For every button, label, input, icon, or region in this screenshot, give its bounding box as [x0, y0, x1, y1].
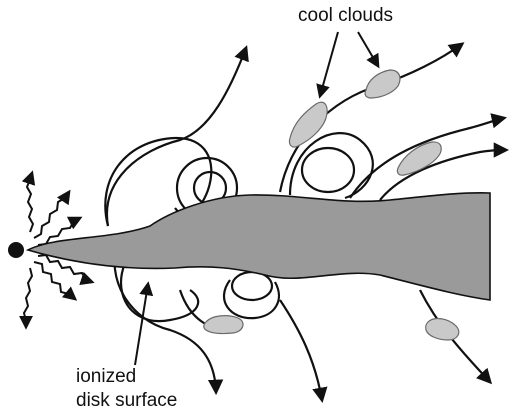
cool-cloud-3: [397, 142, 441, 175]
streamline-6: [280, 300, 322, 400]
cool-cloud-4: [204, 316, 243, 334]
radiation-arrow-2: [34, 192, 69, 238]
pointer-to-disk-surface: [135, 284, 148, 365]
ionized-label-line1: ionized: [76, 365, 177, 389]
central-source: [8, 242, 24, 258]
field-loop-upper-mid-inner: [302, 148, 354, 192]
ionized-label-line2: disk surface: [76, 389, 177, 413]
cool-clouds-label: cool clouds: [298, 4, 393, 28]
cool-cloud-5: [426, 319, 459, 340]
radiation-arrow-1: [27, 173, 33, 232]
ionized-disk-surface-label: ionized disk surface: [76, 365, 177, 413]
cool-cloud-2: [365, 70, 400, 98]
pointer-to-cloud-1: [320, 32, 338, 96]
cool-cloud-1: [289, 102, 327, 147]
pointer-to-cloud-2: [358, 32, 378, 66]
radiation-arrow-4: [24, 268, 32, 327]
disk-body: [28, 193, 490, 300]
field-loop-lower-mid-inner: [232, 272, 272, 300]
